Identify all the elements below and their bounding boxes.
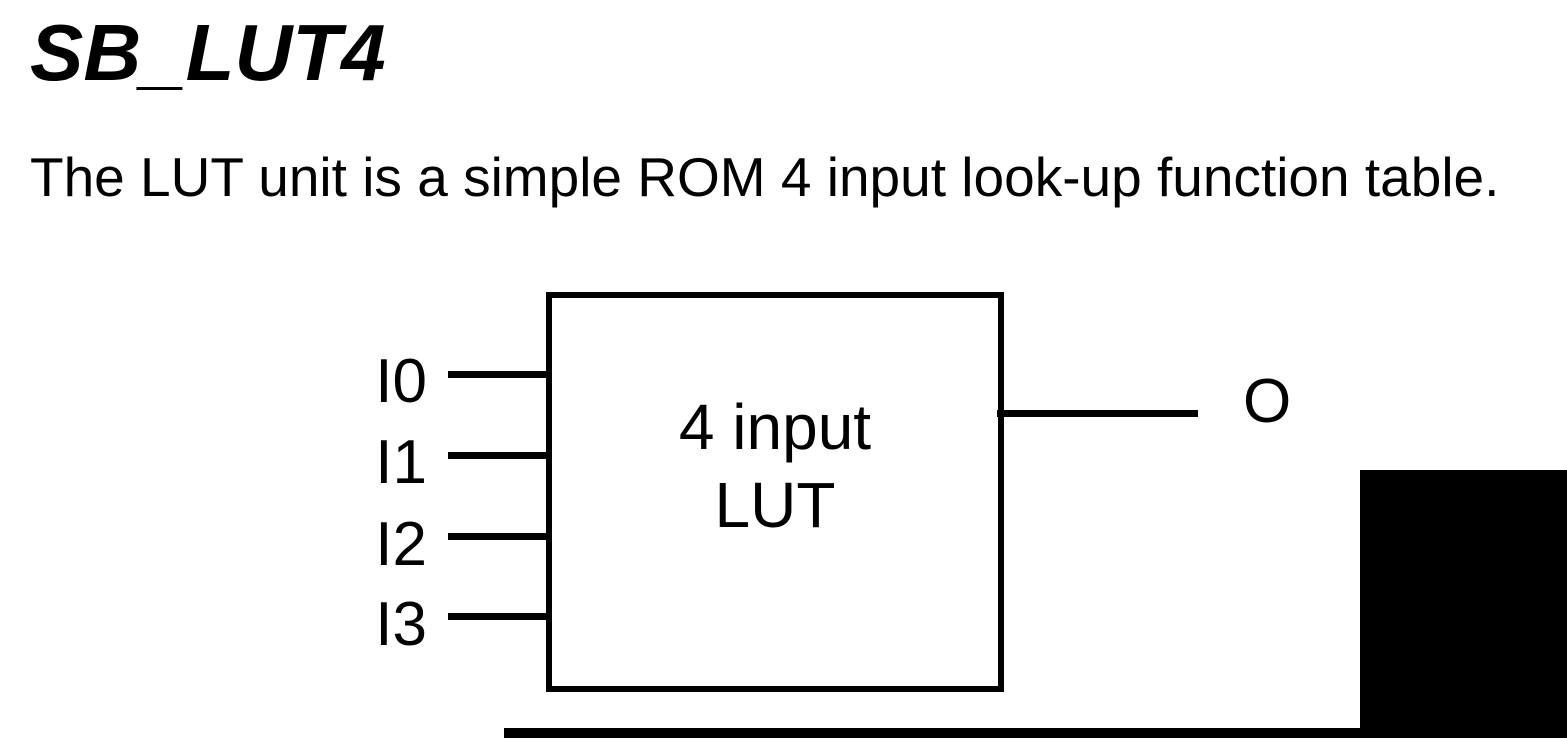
input-wire-i2: [448, 533, 552, 540]
input-wire-i1: [448, 452, 552, 459]
input-wire-i0: [448, 371, 552, 378]
page-title: SB_LUT4: [30, 8, 386, 97]
input-pin-label-i0: I0: [375, 347, 427, 416]
output-pin-label-o: O: [1243, 367, 1292, 436]
input-wire-i3: [448, 613, 552, 620]
lut-block-label-line2: LUT: [714, 469, 836, 541]
lut-block-label: 4 input LUT: [552, 388, 998, 544]
input-pin-label-i1: I1: [375, 428, 427, 497]
output-wire-o: [997, 410, 1198, 417]
description-text: The LUT unit is a simple ROM 4 input loo…: [30, 146, 1500, 208]
redaction-block: [1360, 470, 1567, 738]
redaction-bar: [504, 728, 1567, 738]
lut-block: 4 input LUT: [546, 292, 1004, 692]
lut-block-label-line1: 4 input: [678, 391, 872, 463]
input-pin-label-i3: I3: [375, 590, 427, 659]
input-pin-label-i2: I2: [375, 510, 427, 579]
